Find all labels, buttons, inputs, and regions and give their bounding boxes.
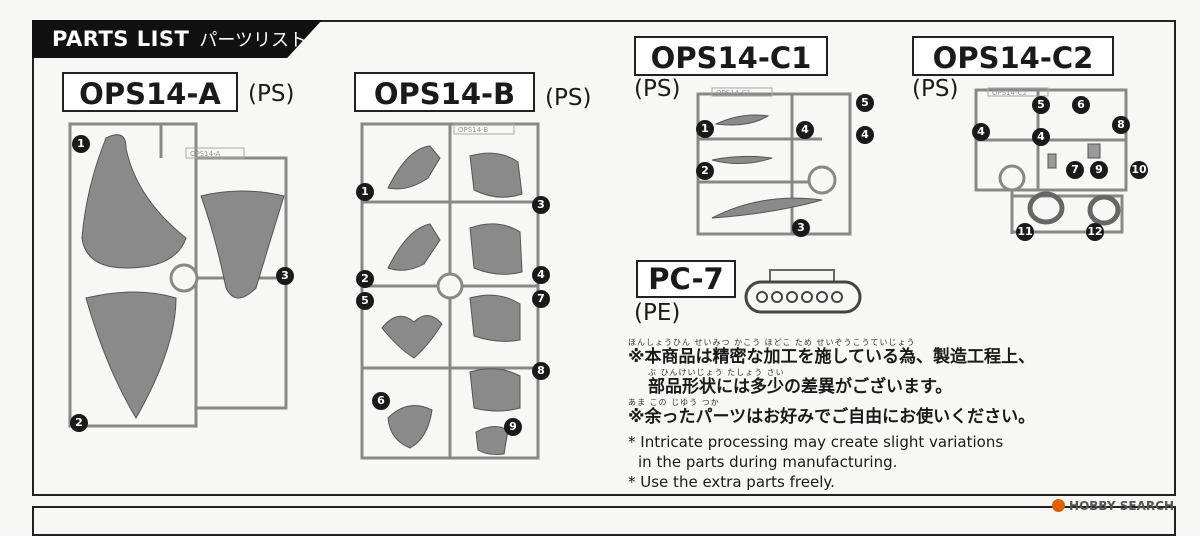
part-c2-7-badge: 7 <box>1066 161 1084 179</box>
part-b-3-badge: 3 <box>532 196 550 214</box>
runner-b-label: OPS14-B <box>354 72 535 112</box>
note-ja-line1-ruby: ほんしょうひん せいみつ かこう ほどこ ため せいぞうこうていじょう <box>628 338 916 347</box>
runner-c2-label: OPS14-C2 <box>912 36 1114 76</box>
header-title-ja: パーツリスト <box>199 30 307 51</box>
part-c2-5-badge: 5 <box>1032 96 1050 114</box>
part-c1-4b-badge: 4 <box>856 126 874 144</box>
bottom-frame <box>32 506 1176 536</box>
note-ja-line2-ruby: ぶ ひんけいじょう たしょう さい <box>648 368 785 377</box>
note-ja-line1-text: ※本商品は精密な加工を施している為、製造工程上、 <box>628 347 1036 367</box>
watermark: HOBBY SEARCH <box>1052 499 1174 513</box>
part-c2-11-badge: 11 <box>1016 223 1034 241</box>
watermark-text: HOBBY SEARCH <box>1069 499 1174 513</box>
part-b-1-badge: 1 <box>356 183 374 201</box>
runner-a-diagram: OPS14-A <box>68 122 288 428</box>
part-c1-1-badge: 1 <box>696 120 714 138</box>
part-c2-8-badge: 8 <box>1112 116 1130 134</box>
part-c1-5-badge: 5 <box>856 94 874 112</box>
part-b-9-badge: 9 <box>504 418 522 436</box>
runner-c1-diagram: OPS14-C1 <box>696 87 852 236</box>
note-ja-line2-text: 部品形状には多少の差異がございます。 <box>648 377 953 397</box>
runner-pc-material: (PE) <box>634 300 681 326</box>
part-c1-4a-badge: 4 <box>796 121 814 139</box>
runner-a-tag: OPS14-A <box>190 150 220 158</box>
part-a-2-badge: 2 <box>70 414 88 432</box>
part-b-6-badge: 6 <box>372 392 390 410</box>
runner-c2-tag: OPS14-C2 <box>992 89 1027 97</box>
notes-block: ほんしょうひん せいみつ かこう ほどこ ため せいぞうこうていじょう ※本商品… <box>628 338 1148 492</box>
note-ja-line3: あま この じゆう つか ※余ったパーツはお好みでご自由にお使いください。 <box>628 398 1148 428</box>
header-title-en: PARTS LIST <box>52 27 190 51</box>
part-c1-2-badge: 2 <box>696 162 714 180</box>
part-b-4-badge: 4 <box>532 266 550 284</box>
part-a-3-badge: 3 <box>276 267 294 285</box>
note-en-line1: * Intricate processing may create slight… <box>628 433 1004 451</box>
runner-pc-label: PC-7 <box>636 260 736 298</box>
part-a-1-badge: 1 <box>72 135 90 153</box>
note-en-line2: in the parts during manufacturing. <box>638 453 898 471</box>
note-ja-line3-text: ※余ったパーツはお好みでご自由にお使いください。 <box>628 407 1036 427</box>
note-ja-line3-ruby: あま この じゆう つか <box>628 398 720 407</box>
part-c2-6-badge: 6 <box>1072 96 1090 114</box>
part-c2-12-badge: 12 <box>1086 223 1104 241</box>
runner-c1-material: (PS) <box>634 76 681 102</box>
runner-c1-tag: OPS14-C1 <box>716 89 751 97</box>
runner-b-tag: OPS14-B <box>458 126 488 134</box>
part-b-2-badge: 2 <box>356 270 374 288</box>
watermark-logo-icon <box>1052 499 1066 512</box>
part-c2-10-badge: 10 <box>1130 161 1148 179</box>
runner-b-diagram: OPS14-B <box>360 122 540 460</box>
part-c2-9-badge: 9 <box>1090 161 1108 179</box>
part-b-5-badge: 5 <box>356 292 374 310</box>
runner-b-material: (PS) <box>545 85 592 111</box>
part-c2-4a-badge: 4 <box>972 123 990 141</box>
note-ja-line1: ほんしょうひん せいみつ かこう ほどこ ため せいぞうこうていじょう ※本商品… <box>628 338 1148 368</box>
part-c1-3-badge: 3 <box>792 219 810 237</box>
part-b-8-badge: 8 <box>532 362 550 380</box>
runner-pc-diagram <box>744 269 862 314</box>
runner-c2-diagram: OPS14-C2 <box>974 87 1128 234</box>
part-b-7-badge: 7 <box>532 290 550 308</box>
runner-a-material: (PS) <box>248 81 295 107</box>
runner-a-label: OPS14-A <box>62 72 238 112</box>
parts-list-header: PARTS LIST パーツリスト <box>32 20 322 58</box>
runner-c1-label: OPS14-C1 <box>634 36 828 76</box>
note-en-line3: * Use the extra parts freely. <box>628 473 835 491</box>
note-ja-line2: ぶ ひんけいじょう たしょう さい 部品形状には多少の差異がございます。 <box>628 368 1148 398</box>
part-c2-4b-badge: 4 <box>1032 128 1050 146</box>
runner-c2-material: (PS) <box>912 76 959 102</box>
